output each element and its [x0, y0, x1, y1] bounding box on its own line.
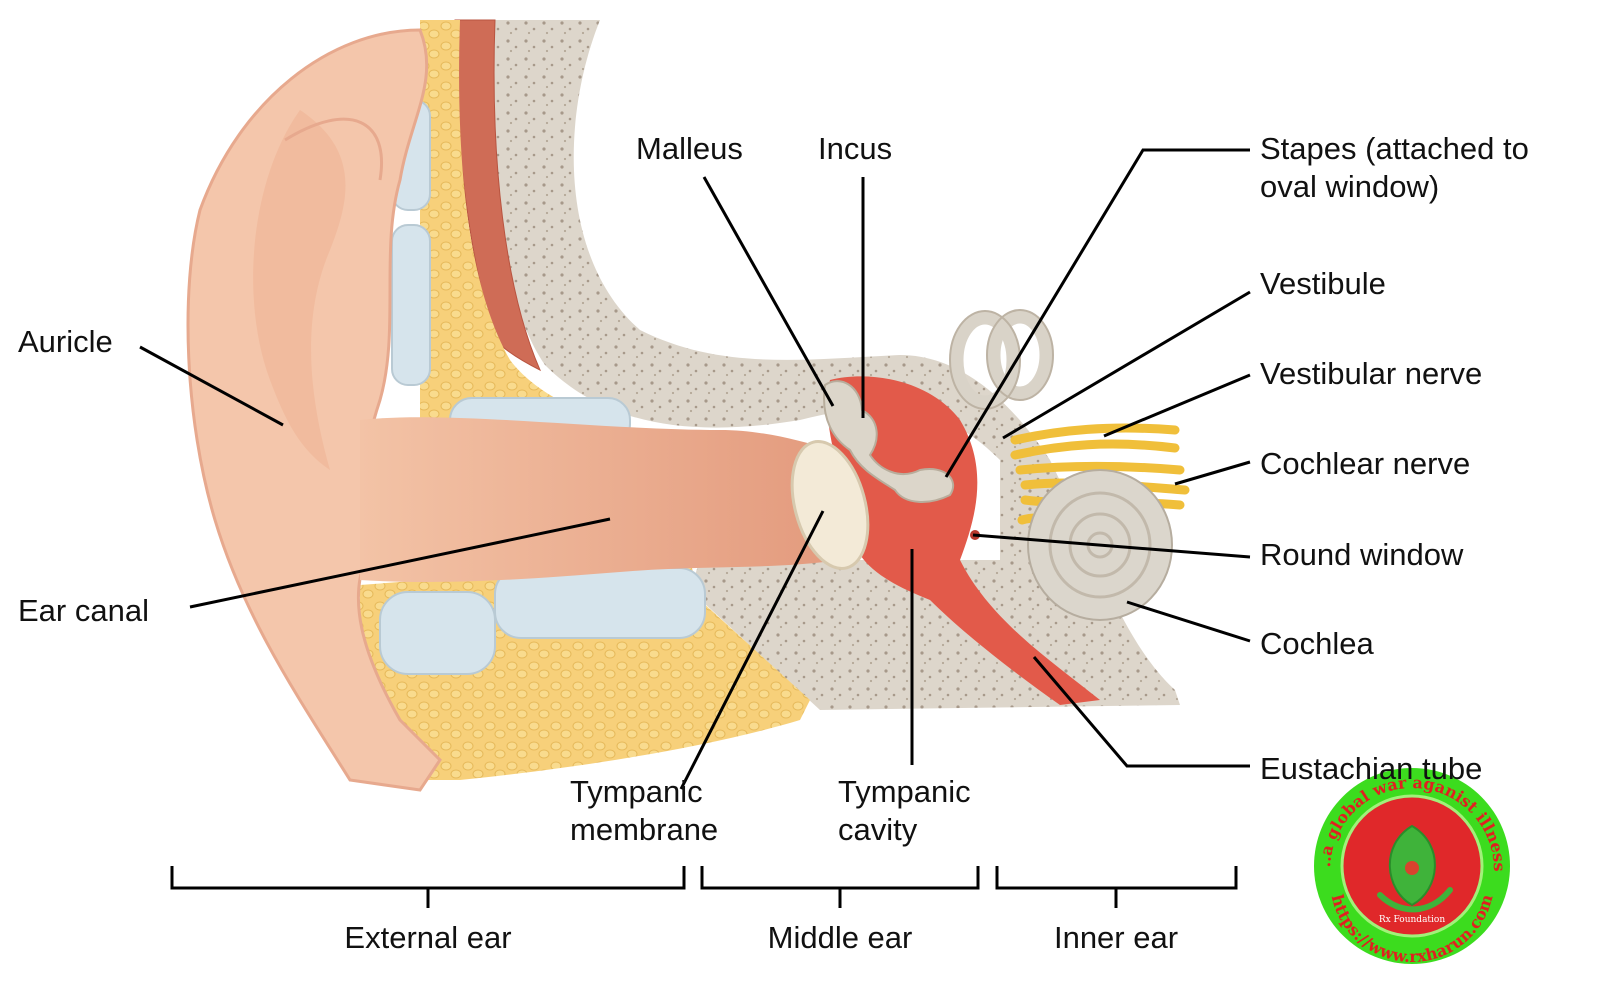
label-cochlear-nerve: Cochlear nerve	[1260, 446, 1471, 481]
logo-center-text: Rx Foundation	[1379, 915, 1446, 925]
label-vestibule: Vestibule	[1260, 266, 1386, 301]
region-external-ear: External ear	[344, 920, 512, 955]
semicircular-canals	[950, 310, 1053, 409]
leader-lines	[139, 148, 1251, 790]
label-incus: Incus	[818, 131, 893, 166]
label-ear-canal: Ear canal	[18, 593, 149, 628]
label-auricle: Auricle	[18, 324, 113, 359]
label-tympanic-cavity: Tympanic cavity	[838, 774, 971, 847]
label-round-window: Round window	[1260, 537, 1464, 572]
fat-upper	[420, 20, 650, 440]
cartilage-upper-2	[391, 224, 431, 386]
ear-canal-shape	[360, 417, 840, 583]
region-middle-ear: Middle ear	[767, 920, 913, 955]
label-cochlea: Cochlea	[1260, 626, 1374, 661]
label-stapes: Stapes (attached to oval window)	[1260, 131, 1529, 204]
label-tympanic-membrane: Tympanic membrane	[570, 774, 719, 847]
tympanic-cavity-shape	[827, 376, 1100, 705]
cartilage-lower-1	[379, 591, 496, 675]
label-vestibular-nerve: Vestibular nerve	[1260, 356, 1483, 391]
label-malleus: Malleus	[636, 131, 743, 166]
auricle-helix	[284, 117, 383, 181]
region-brackets	[170, 866, 1238, 908]
auricle-fold	[253, 110, 346, 470]
label-eustachian-tube: Eustachian tube	[1260, 751, 1483, 786]
region-inner-ear: Inner ear	[1053, 920, 1179, 955]
